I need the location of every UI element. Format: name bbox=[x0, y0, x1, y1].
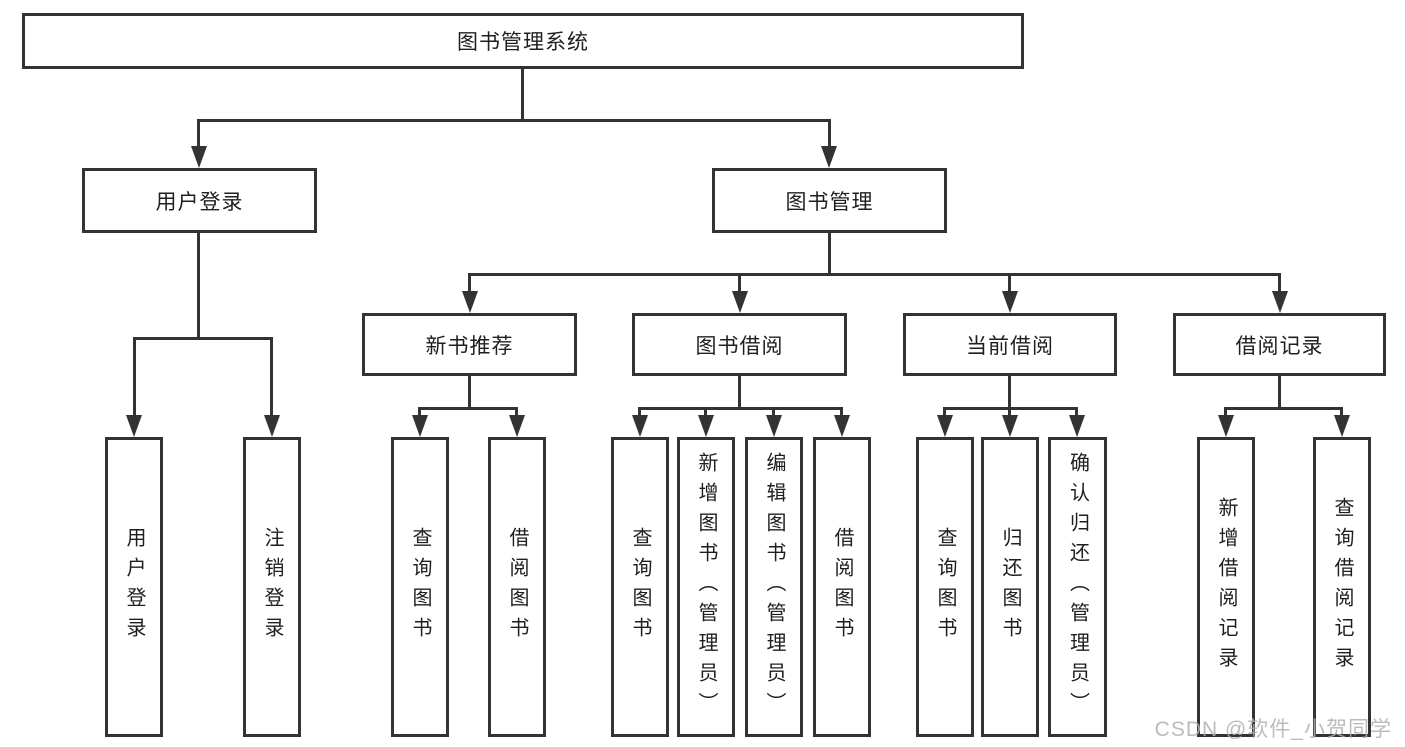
connector-line bbox=[1340, 407, 1343, 419]
leaf-current-confirm-admin-label: 确认归还（管理员） bbox=[1066, 452, 1089, 722]
leaf-newbook-query: 查询图书 bbox=[391, 437, 449, 737]
node-book-management: 图书管理 bbox=[712, 168, 947, 233]
connector-line bbox=[468, 273, 1281, 276]
leaf-borrow-add-admin-label: 新增图书（管理员） bbox=[695, 452, 717, 722]
leaf-record-add: 新增借阅记录 bbox=[1197, 437, 1255, 737]
arrow-down-icon bbox=[509, 415, 525, 437]
connector-line bbox=[468, 376, 471, 409]
node-book-borrow-label: 图书借阅 bbox=[695, 334, 784, 358]
connector-line bbox=[133, 337, 136, 417]
arrow-down-icon bbox=[766, 415, 782, 437]
connector-line bbox=[1008, 376, 1011, 409]
node-current-borrow: 当前借阅 bbox=[903, 313, 1117, 376]
leaf-borrow-edit-admin: 编辑图书（管理员） bbox=[745, 437, 803, 737]
connector-line bbox=[1224, 407, 1227, 419]
leaf-user-login-label: 用户登录 bbox=[123, 527, 145, 647]
connector-line bbox=[772, 407, 775, 419]
arrow-down-icon bbox=[1002, 415, 1018, 437]
node-root-label: 图书管理系统 bbox=[457, 31, 589, 54]
arrow-down-icon bbox=[937, 415, 953, 437]
leaf-newbook-borrow-label: 借阅图书 bbox=[506, 527, 528, 647]
leaf-logout: 注销登录 bbox=[243, 437, 301, 737]
arrow-down-icon bbox=[698, 415, 714, 437]
leaf-borrow-query: 查询图书 bbox=[611, 437, 669, 737]
connector-line bbox=[1075, 407, 1078, 419]
arrow-down-icon bbox=[412, 415, 428, 437]
node-user-login: 用户登录 bbox=[82, 168, 317, 233]
connector-line bbox=[638, 407, 641, 419]
node-new-book-recommend-label: 新书推荐 bbox=[425, 334, 514, 358]
connector-line bbox=[197, 119, 200, 149]
arrow-down-icon bbox=[1002, 291, 1018, 313]
arrow-down-icon bbox=[821, 146, 837, 168]
leaf-user-login: 用户登录 bbox=[105, 437, 163, 737]
arrow-down-icon bbox=[264, 415, 280, 437]
leaf-newbook-borrow: 借阅图书 bbox=[488, 437, 546, 737]
leaf-borrow-query-label: 查询图书 bbox=[629, 527, 651, 647]
leaf-current-query: 查询图书 bbox=[916, 437, 974, 737]
leaf-borrow-book-label: 借阅图书 bbox=[831, 527, 853, 647]
arrow-down-icon bbox=[191, 146, 207, 168]
connector-line bbox=[704, 407, 707, 419]
connector-line bbox=[1278, 376, 1281, 409]
node-book-borrow: 图书借阅 bbox=[632, 313, 847, 376]
connector-line bbox=[1008, 273, 1011, 295]
connector-line bbox=[468, 273, 471, 295]
connector-line bbox=[197, 233, 200, 339]
leaf-newbook-query-label: 查询图书 bbox=[409, 527, 431, 647]
node-user-login-label: 用户登录 bbox=[155, 190, 244, 214]
node-new-book-recommend: 新书推荐 bbox=[362, 313, 577, 376]
leaf-current-return: 归还图书 bbox=[981, 437, 1039, 737]
connector-line bbox=[840, 407, 843, 419]
connector-line bbox=[638, 407, 843, 410]
arrow-down-icon bbox=[462, 291, 478, 313]
node-root: 图书管理系统 bbox=[22, 13, 1024, 69]
connector-line bbox=[943, 407, 946, 419]
leaf-borrow-book: 借阅图书 bbox=[813, 437, 871, 737]
arrow-down-icon bbox=[834, 415, 850, 437]
connector-line bbox=[1278, 273, 1281, 295]
leaf-current-query-label: 查询图书 bbox=[934, 527, 956, 647]
arrow-down-icon bbox=[126, 415, 142, 437]
node-borrow-record: 借阅记录 bbox=[1173, 313, 1386, 376]
arrow-down-icon bbox=[632, 415, 648, 437]
connector-line bbox=[133, 337, 273, 340]
leaf-record-query-label: 查询借阅记录 bbox=[1331, 497, 1353, 677]
leaf-record-add-label: 新增借阅记录 bbox=[1215, 497, 1237, 677]
connector-line bbox=[1008, 407, 1011, 419]
connector-line bbox=[738, 273, 741, 295]
leaf-current-return-label: 归还图书 bbox=[999, 527, 1021, 647]
leaf-current-confirm-admin: 确认归还（管理员） bbox=[1048, 437, 1107, 737]
connector-line bbox=[1224, 407, 1343, 410]
connector-line bbox=[828, 233, 831, 275]
node-book-management-label: 图书管理 bbox=[785, 190, 874, 214]
connector-line bbox=[515, 407, 518, 419]
node-current-borrow-label: 当前借阅 bbox=[966, 334, 1054, 358]
leaf-record-query: 查询借阅记录 bbox=[1313, 437, 1371, 737]
arrow-down-icon bbox=[1272, 291, 1288, 313]
arrow-down-icon bbox=[1069, 415, 1085, 437]
connector-line bbox=[197, 119, 831, 122]
leaf-borrow-edit-admin-label: 编辑图书（管理员） bbox=[763, 452, 785, 722]
node-borrow-record-label: 借阅记录 bbox=[1235, 334, 1324, 358]
connector-line bbox=[418, 407, 421, 419]
arrow-down-icon bbox=[1334, 415, 1350, 437]
leaf-logout-label: 注销登录 bbox=[261, 527, 283, 647]
arrow-down-icon bbox=[1218, 415, 1234, 437]
arrow-down-icon bbox=[732, 291, 748, 313]
connector-line bbox=[419, 407, 518, 410]
connector-line bbox=[828, 119, 831, 149]
connector-line bbox=[270, 337, 273, 417]
connector-line bbox=[521, 69, 524, 121]
connector-line bbox=[738, 376, 741, 409]
leaf-borrow-add-admin: 新增图书（管理员） bbox=[677, 437, 735, 737]
